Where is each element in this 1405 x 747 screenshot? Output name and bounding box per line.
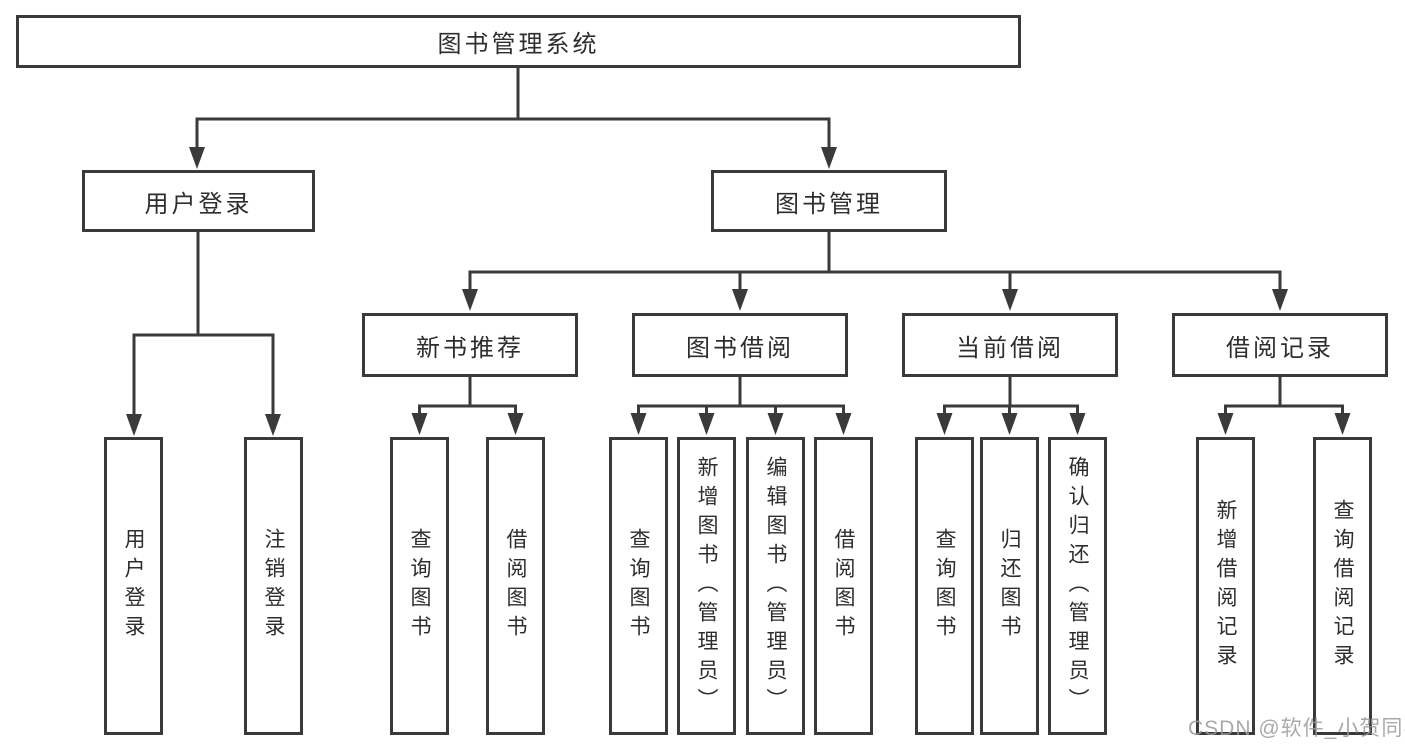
node-borrowing-records: 借阅记录 bbox=[1172, 313, 1388, 377]
connector-records-to-leaves bbox=[1217, 377, 1351, 435]
node-logout-leaf: 注销登录 bbox=[244, 437, 303, 735]
connector-bookmgmt-to-level3 bbox=[462, 232, 1288, 311]
node-borrow-books-recommend: 借阅图书 bbox=[486, 437, 545, 735]
node-query-books-current: 查询图书 bbox=[915, 437, 974, 735]
connector-recommend-to-leaves bbox=[411, 377, 524, 435]
node-borrow-books-borrowing: 借阅图书 bbox=[814, 437, 873, 735]
node-query-borrow-record: 查询借阅记录 bbox=[1313, 437, 1372, 735]
node-book-borrowing: 图书借阅 bbox=[632, 313, 848, 377]
node-query-books-borrowing: 查询图书 bbox=[609, 437, 668, 735]
node-current-borrowing: 当前借阅 bbox=[902, 313, 1118, 377]
connector-root-to-level2 bbox=[189, 68, 837, 169]
connector-current-to-leaves bbox=[936, 377, 1086, 435]
node-confirm-return-admin: 确认归还（管理员） bbox=[1048, 437, 1107, 735]
node-add-borrow-record: 新增借阅记录 bbox=[1196, 437, 1255, 735]
node-new-book-recommendation: 新书推荐 bbox=[362, 313, 578, 377]
connector-userlogin-to-leaves bbox=[126, 232, 281, 436]
connector-borrowing-to-leaves bbox=[630, 377, 852, 435]
node-return-books: 归还图书 bbox=[980, 437, 1039, 735]
node-edit-book-admin: 编辑图书（管理员） bbox=[746, 437, 805, 735]
node-library-management-system: 图书管理系统 bbox=[16, 15, 1021, 68]
watermark: CSDN @软件_小贺同学 bbox=[1188, 717, 1405, 740]
node-query-books-recommend: 查询图书 bbox=[390, 437, 449, 735]
node-add-book-admin: 新增图书（管理员） bbox=[677, 437, 736, 735]
node-user-login-leaf: 用户登录 bbox=[104, 437, 163, 735]
node-book-management: 图书管理 bbox=[711, 170, 947, 232]
node-user-login: 用户登录 bbox=[82, 170, 315, 232]
